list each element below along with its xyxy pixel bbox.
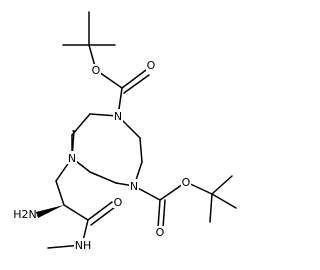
bond-carbonyl-double-bottom-a [157, 199, 161, 229]
atom-label-n-ring-bottom: N [130, 180, 138, 193]
atom-label-amine: H2N [13, 208, 37, 221]
amine-text: H2N [13, 208, 37, 221]
bond-carbonyl-double-bottom-b [162, 199, 166, 229]
atom-label-o-ester-bottom: O [182, 176, 191, 189]
bond-amide-carbonyl-double-b [90, 206, 116, 226]
atom-bg [91, 64, 101, 77]
atom-label-n-ring-top: N [114, 110, 122, 123]
bond-tbu-bottom-methyl-up [211, 175, 233, 195]
bond-alpha-carbon-to-amide-carbon [63, 204, 89, 221]
atom-bg [129, 179, 139, 192]
bond-carbonyl-double-top-b [123, 74, 150, 94]
atom-label-n-ring-left: N [68, 152, 76, 165]
atom-bg [74, 238, 92, 251]
atom-label-o-amide: O [114, 196, 123, 209]
atom-bg [113, 109, 123, 122]
atom-label-o-carbonyl-top: O [147, 59, 156, 72]
atom-bg [155, 226, 165, 239]
atom-bg [14, 207, 36, 222]
molecule-structure: O O N N N O O H2N O NH [13, 11, 237, 252]
bond-ring-c4-c5 [89, 171, 117, 184]
bond-ch2-to-alpha-carbon [55, 180, 65, 206]
atom-label-o-carbonyl-bottom: O [156, 226, 165, 239]
bond-tbu-bottom-methyl-right [211, 193, 237, 209]
atom-label-o-ester-top: O [92, 64, 101, 77]
bond-ring-c6-c7 [139, 137, 143, 163]
bond-carbonyl-double-top-a [121, 69, 147, 89]
atom-label-n-amide: NH [75, 239, 92, 252]
stereo-wedge-alpha-amine [36, 205, 64, 218]
atom-bg [67, 151, 77, 164]
atom-bg [113, 195, 123, 208]
atom-bg [181, 175, 191, 188]
atom-bg [146, 59, 156, 72]
bond-amide-carbonyl-double-a [87, 201, 113, 221]
bond-tbu-bottom-methyl-down [209, 193, 213, 223]
bond-ring-c1-c2 [71, 113, 91, 136]
